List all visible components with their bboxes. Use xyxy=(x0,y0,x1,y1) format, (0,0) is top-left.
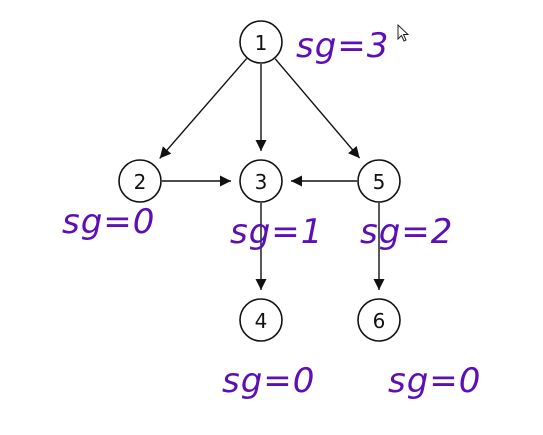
node-4: 4 xyxy=(239,298,283,342)
node-1: 1 xyxy=(239,20,283,64)
node-1-circle xyxy=(239,20,283,64)
node-5-circle xyxy=(357,159,401,203)
node-5: 5 xyxy=(357,159,401,203)
node-3-label: 3 xyxy=(255,170,268,194)
node-4-label: 4 xyxy=(255,309,268,333)
edges-group xyxy=(159,58,385,290)
node-4-circle xyxy=(239,298,283,342)
annotation-node-1: sg=3 xyxy=(296,26,389,66)
node-2-circle xyxy=(118,159,162,203)
edge-1-5 xyxy=(274,58,361,159)
node-6: 6 xyxy=(357,298,401,342)
edge-1-2 xyxy=(159,58,248,159)
nodes-group: 1 2 3 4 5 6 xyxy=(118,20,401,342)
node-2-label: 2 xyxy=(134,170,147,194)
annotations-group: sg=3 sg=0 sg=1 sg=2 sg=0 sg=0 xyxy=(62,26,481,401)
annotation-node-5: sg=2 xyxy=(360,212,453,252)
node-5-label: 5 xyxy=(373,170,386,194)
annotation-node-4: sg=0 xyxy=(222,361,315,401)
mouse-pointer-icon xyxy=(397,23,410,42)
node-6-label: 6 xyxy=(373,309,386,333)
annotation-node-3: sg=1 xyxy=(230,212,323,252)
node-2: 2 xyxy=(118,159,162,203)
node-3-circle xyxy=(239,159,283,203)
node-3: 3 xyxy=(239,159,283,203)
node-1-label: 1 xyxy=(255,31,268,55)
annotation-node-6: sg=0 xyxy=(388,361,481,401)
node-6-circle xyxy=(357,298,401,342)
annotation-node-2: sg=0 xyxy=(62,202,155,242)
